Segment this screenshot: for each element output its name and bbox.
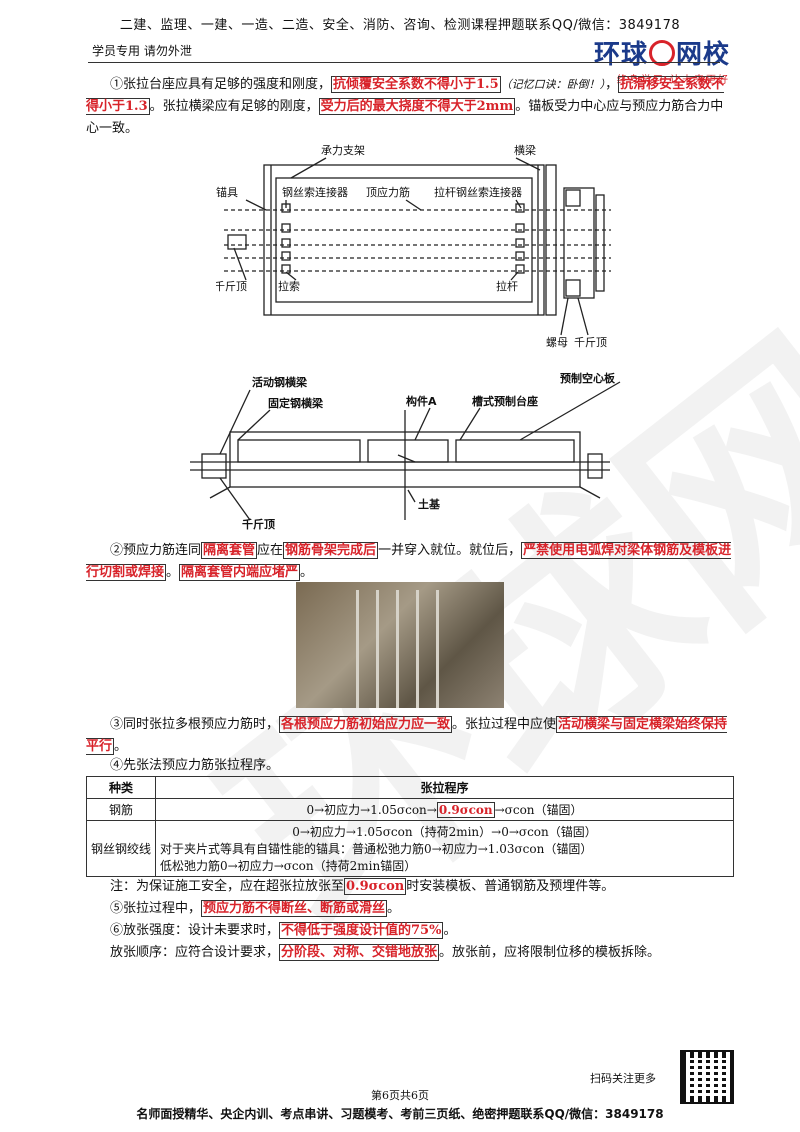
highlight-sleeve: 隔离套管 (201, 542, 258, 559)
highlight-initial-stress: 各根预应力筋初始应力应一致 (279, 716, 453, 733)
brand-logo: 环球网校 终身学习 让未来更好 (593, 40, 730, 86)
header-divider (88, 62, 720, 63)
memory-note: （记忆口诀：卧倒！） (500, 78, 606, 91)
label-hollow-slab: 预制空心板 (560, 371, 616, 385)
qr-code-icon[interactable] (680, 1050, 734, 1104)
row-procedure: 0→初应力→1.05σcon→0.9σcon→σcon（锚固） (155, 798, 734, 821)
student-only-notice: 学员专用 请勿外泄 (92, 44, 192, 58)
tension-procedure-table: 种类 张拉程序 钢筋 0→初应力→1.05σcon→0.9σcon→σcon（锚… (86, 776, 734, 877)
highlight-seal: 隔离套管内端应堵严 (179, 564, 301, 581)
label-trough-bed: 槽式预制台座 (472, 394, 538, 408)
label-wire-connector: 钢丝索连接器 (282, 185, 348, 199)
row-procedure: 0→初应力→1.05σcon（持荷2min）→0→σcon（锚固） 对于夹片式等… (155, 820, 734, 877)
label-cable: 拉索 (278, 279, 300, 293)
paragraph-1: ①张拉台座应具有足够的强度和刚度，抗倾覆安全系数不得小于1.5（记忆口诀：卧倒！… (86, 76, 725, 136)
label-member-a: 构件A (406, 394, 437, 408)
paragraph-5: ⑤张拉过程中，预应力筋不得断丝、断筋或滑丝。 (110, 900, 401, 917)
label-beam: 横梁 (514, 143, 536, 157)
row-type: 钢丝钢绞线 (86, 820, 156, 877)
label-jack: 千斤顶 (242, 517, 275, 530)
highlight-no-welding: 严禁使用电弧焊对梁体钢筋及模板进行切割或焊接 (86, 542, 732, 581)
label-rod: 拉杆 (496, 279, 518, 293)
paragraph-4: ④先张法预应力筋张拉程序。 (110, 758, 280, 773)
logo-slogan: 终身学习 让未来更好 (616, 75, 730, 86)
label-anchor: 锚具 (216, 185, 238, 199)
trough-pedestal-diagram: 活动钢横梁 固定钢横梁 构件A 槽式预制台座 预制空心板 土基 千斤顶 (190, 371, 621, 530)
page-number: 第6页共6页 (371, 1089, 429, 1102)
label-nut: 螺母 (546, 336, 568, 349)
rebar-cage-photo (296, 582, 504, 708)
footer-contact-line: 名师面授精华、央企内训、考点串讲、习题模考、考前三页纸、绝密押题联系QQ/微信：… (136, 1107, 664, 1121)
pedestal-diagram: 承力支架 横梁 锚具 钢丝索连接器 顶应力筋 拉杆钢丝索连接器 千斤顶 拉索 拉… (216, 143, 611, 349)
label-jack-2: 千斤顶 (574, 336, 607, 349)
scan-prompt: 扫码关注更多 (590, 1072, 656, 1085)
label-jack: 千斤顶 (216, 280, 247, 293)
paragraph-2: ②预应力筋连同隔离套管应在钢筋骨架完成后一并穿入就位。就位后，严禁使用电弧焊对梁… (86, 542, 732, 581)
table-header-procedure: 张拉程序 (155, 776, 734, 799)
table-header-type: 种类 (86, 776, 156, 799)
label-fixed-beam: 固定钢横梁 (268, 396, 324, 410)
highlight-overturn: 抗倾覆安全系数不得小于1.5 (331, 76, 501, 93)
label-soil: 土基 (418, 497, 441, 511)
paragraph-6: ⑥放张强度：设计未要求时，不得低于强度设计值的75%。 (110, 922, 457, 939)
highlight-parallel: 活动横梁与固定横梁始终保持平行 (86, 716, 728, 755)
header-contact-line: 二建、监理、一建、一造、二造、安全、消防、咨询、检测课程押题联系QQ/微信：38… (119, 18, 681, 33)
highlight-cage: 钢筋骨架完成后 (283, 542, 379, 559)
paragraph-7: 放张顺序：应符合设计要求，分阶段、对称、交错地放张。放张前，应将限制位移的模板拆… (110, 944, 661, 961)
row-type: 钢筋 (86, 798, 156, 821)
table-row: 钢筋 0→初应力→1.05σcon→0.9σcon→σcon（锚固） (86, 798, 734, 821)
highlight-deflection: 受力后的最大挠度不得大于2mm (318, 98, 516, 115)
label-tendon: 顶应力筋 (366, 185, 410, 199)
highlight-slide: 抗滑移安全系数不得小于1.3 (86, 76, 725, 115)
paragraph-3: ③同时张拉多根预应力筋时，各根预应力筋初始应力应一致。张拉过程中应使活动横梁与固… (86, 716, 728, 755)
label-moving-beam: 活动钢横梁 (252, 375, 308, 389)
table-row: 钢丝钢绞线 0→初应力→1.05σcon（持荷2min）→0→σcon（锚固） … (86, 820, 734, 877)
logo-play-icon (648, 40, 675, 66)
label-support: 承力支架 (321, 144, 365, 157)
label-rod-connector: 拉杆钢丝索连接器 (434, 185, 522, 199)
